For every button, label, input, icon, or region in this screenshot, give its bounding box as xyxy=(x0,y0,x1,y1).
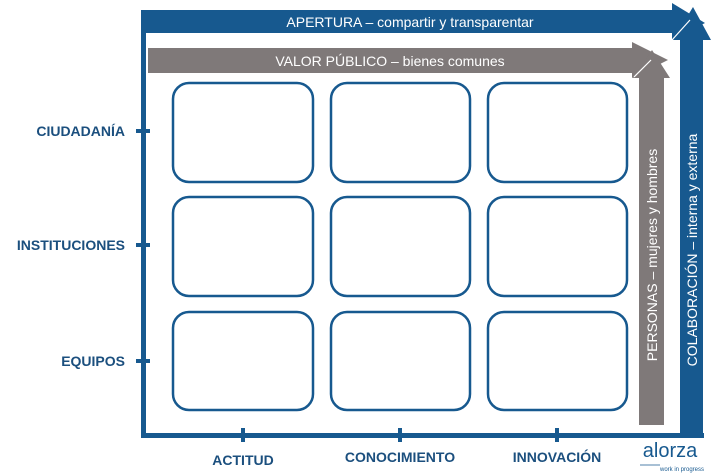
inner-right-gray-arrow xyxy=(633,50,670,425)
right-blue-arrow xyxy=(673,7,711,438)
right-arrow-label: COLABORACIÓN – interna y externa xyxy=(684,133,700,366)
cell-r1-c2 xyxy=(329,81,472,184)
cell-r2-c1 xyxy=(171,195,315,298)
row-tick xyxy=(136,243,150,247)
column-label: CONOCIMIENTO xyxy=(345,449,455,465)
bottom-axis-line xyxy=(141,433,704,438)
row-label: INSTITUCIONES xyxy=(17,237,125,253)
inner-gray-arrow xyxy=(148,42,668,78)
cell-r3-c2 xyxy=(329,310,472,412)
inner-arrow-label: VALOR PÚBLICO – bienes comunes xyxy=(275,53,504,69)
cell-r3-c1 xyxy=(171,310,315,412)
top-arrow-label: APERTURA – compartir y transparentar xyxy=(286,14,534,30)
gray-arrow-corner-divider xyxy=(633,59,652,78)
row-tick xyxy=(136,359,150,363)
cell-r2-c2 xyxy=(329,195,472,298)
col-tick xyxy=(241,428,245,442)
row-label: CIUDADANÍA xyxy=(36,123,125,139)
cell-r1-c1 xyxy=(171,81,315,184)
cell-r3-c3 xyxy=(486,310,629,412)
col-tick xyxy=(398,428,402,442)
col-tick xyxy=(555,428,559,442)
blue-arrow-corner-divider xyxy=(671,19,691,41)
inner-right-arrow-label: PERSONAS – mujeres y hombres xyxy=(644,149,660,361)
axis-ticks xyxy=(136,129,559,442)
left-axis-line xyxy=(141,10,146,438)
column-label: ACTITUD xyxy=(212,452,273,468)
logo-tagline: work in progress xyxy=(659,467,704,473)
cell-grid xyxy=(171,81,629,412)
row-tick xyxy=(136,129,150,133)
column-label: INNOVACIÓN xyxy=(513,448,601,465)
row-label: EQUIPOS xyxy=(61,353,125,369)
logo: alorza xyxy=(643,440,698,462)
cell-r1-c3 xyxy=(486,81,629,184)
cell-r2-c3 xyxy=(486,195,629,298)
top-blue-arrow xyxy=(141,3,705,40)
